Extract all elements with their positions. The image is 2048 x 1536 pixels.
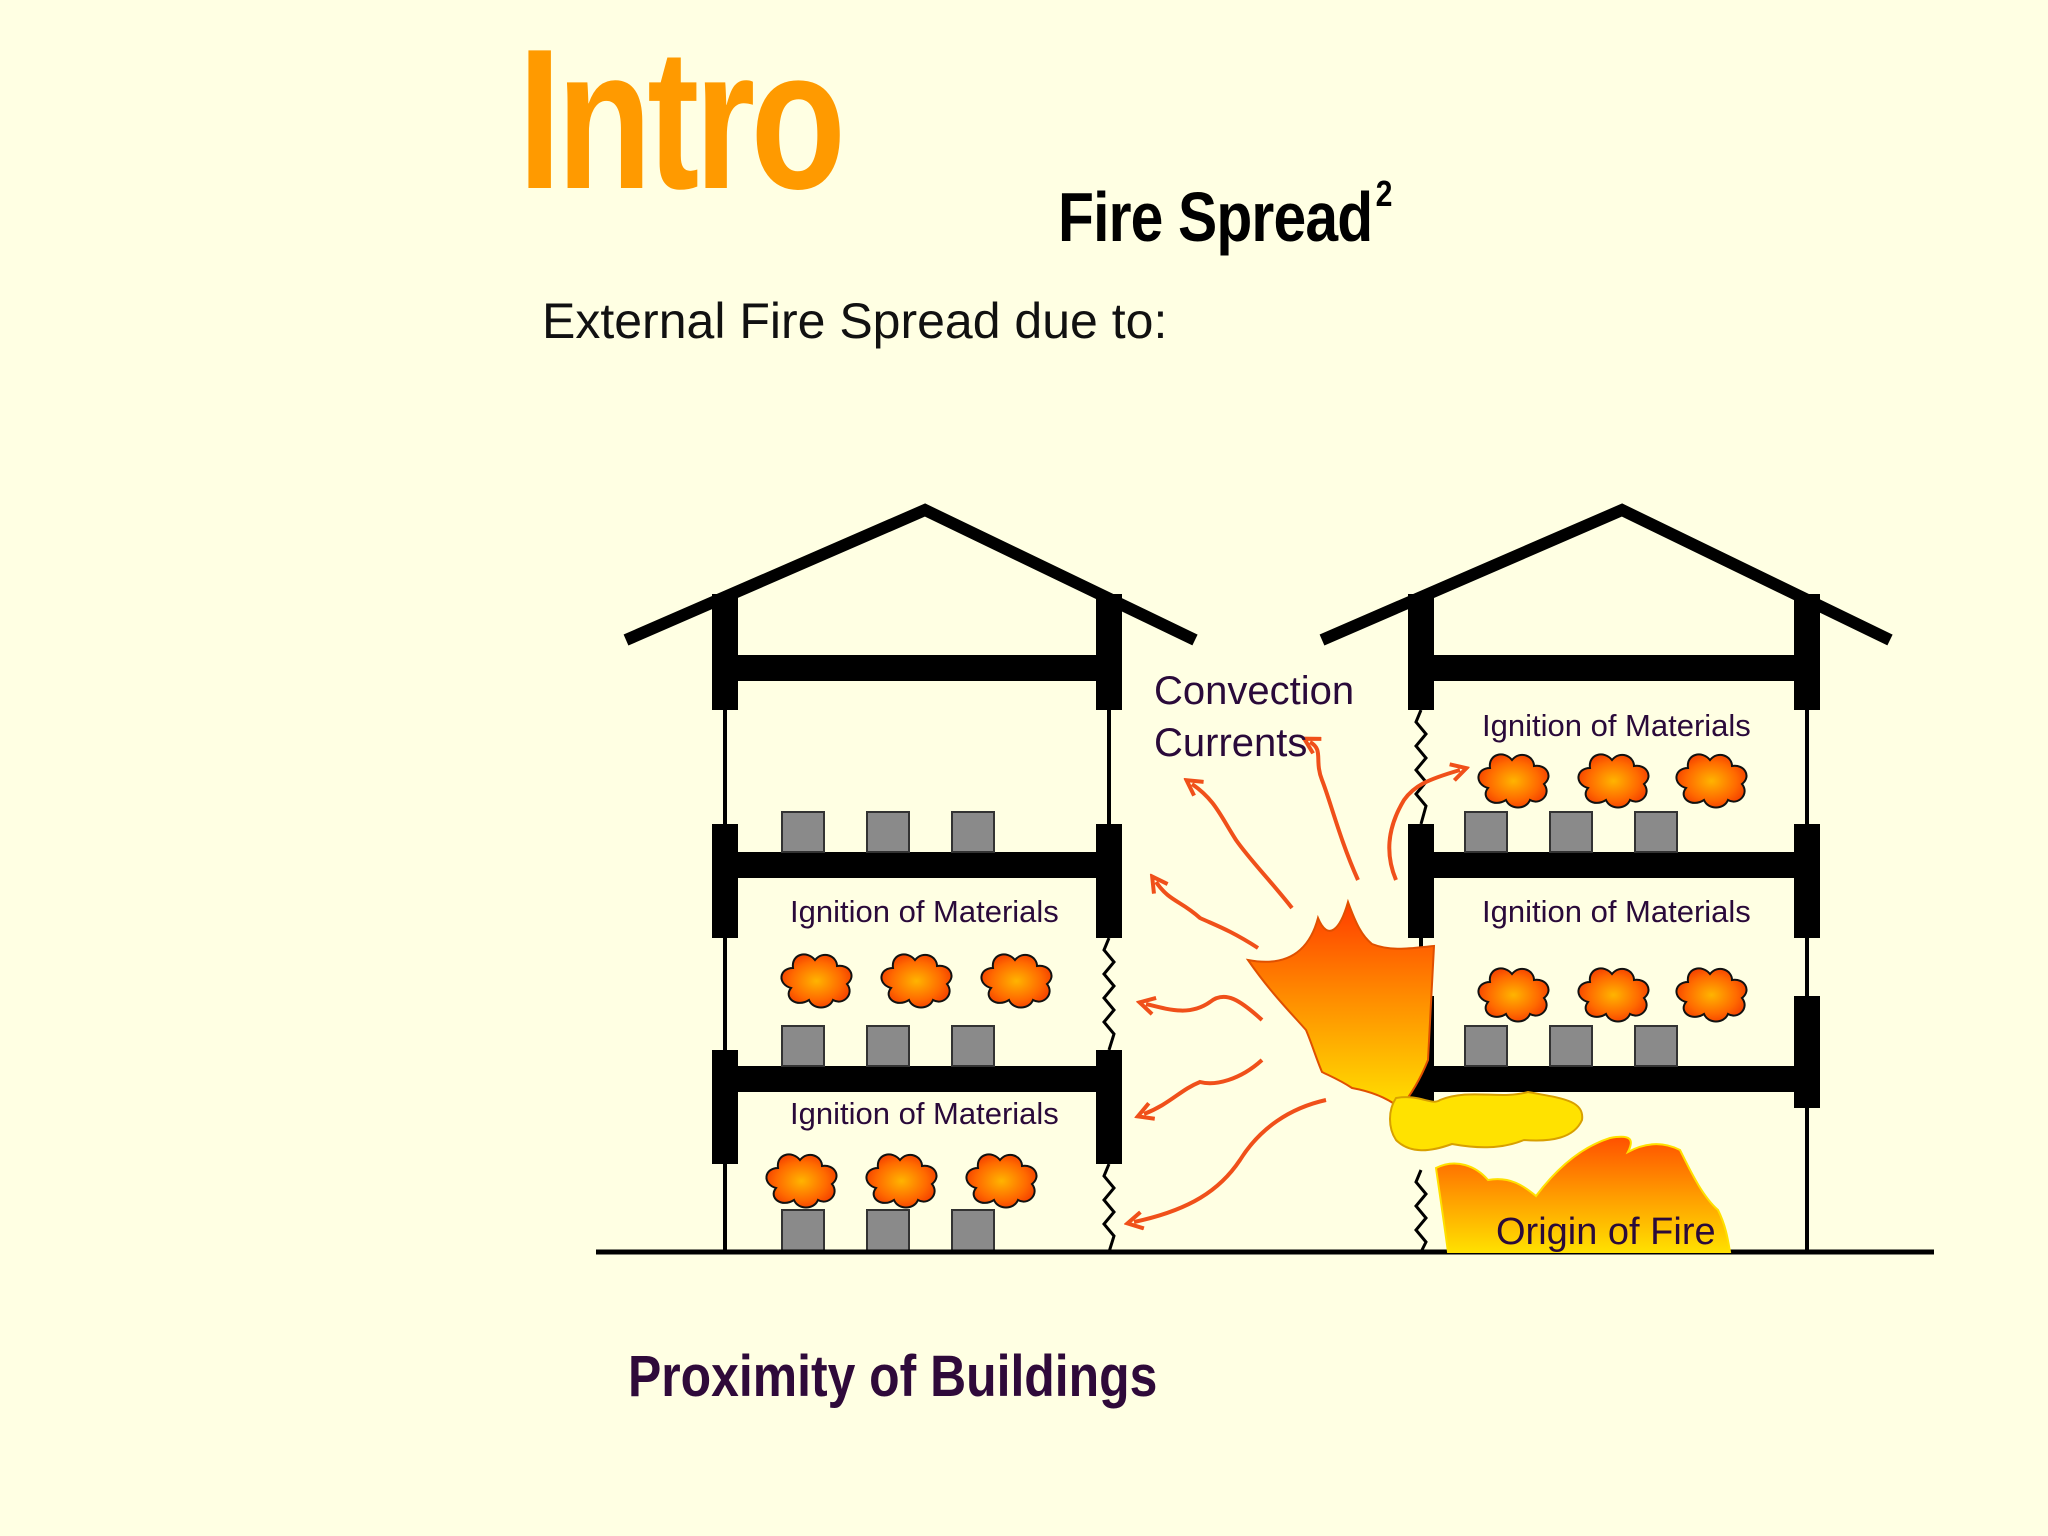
subtitle-superscript: 2	[1375, 173, 1393, 214]
flame-icon	[1434, 1135, 1732, 1253]
flame-icon	[1389, 1090, 1584, 1152]
left-house-icon	[623, 503, 1198, 1253]
ignition-label-left-upper: Ignition of Materials	[790, 894, 1059, 929]
page-title: Intro	[518, 8, 846, 231]
convection-label-line1: Convection	[1154, 669, 1354, 713]
arrow-icon	[1134, 742, 1460, 1222]
ignition-label-right-lower: Ignition of Materials	[1482, 894, 1751, 929]
ignition-label-right-upper: Ignition of Materials	[1482, 708, 1751, 743]
convection-label-line2: Currents	[1154, 721, 1307, 765]
page-subtitle: Fire Spread2	[1058, 176, 1392, 253]
origin-of-fire-label: Origin of Fire	[1496, 1211, 1716, 1253]
flame-icon	[1245, 898, 1436, 1110]
crate-icon	[781, 811, 995, 1253]
lead-text: External Fire Spread due to:	[542, 293, 1168, 349]
crate-icon	[1464, 811, 1678, 1067]
diagram-caption: Proximity of Buildings	[628, 1344, 1158, 1409]
flame-icon	[1477, 753, 1748, 1023]
subtitle-text: Fire Spread	[1058, 178, 1373, 256]
ignition-label-left-lower: Ignition of Materials	[790, 1096, 1059, 1131]
